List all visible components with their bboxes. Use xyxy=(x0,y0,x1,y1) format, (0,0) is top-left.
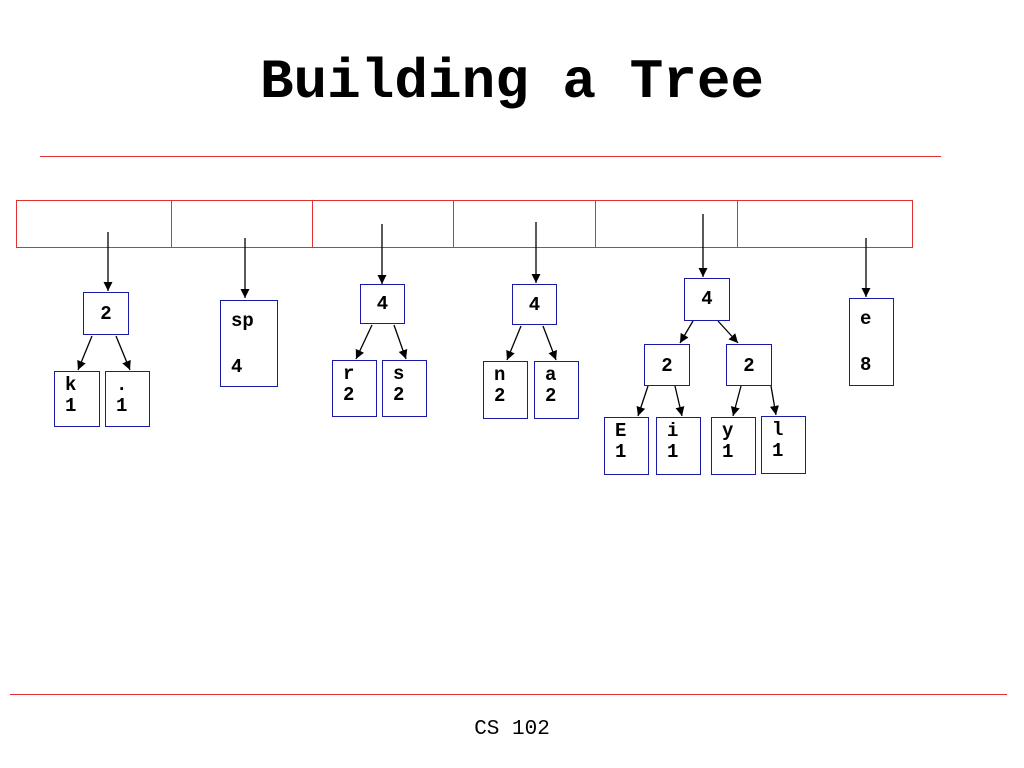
tree-edge xyxy=(393,324,408,360)
node-weight: 4 xyxy=(528,294,541,316)
leaf-char: n xyxy=(494,364,506,386)
tree-node-weight: 4 xyxy=(512,284,557,325)
node-weight: 4 xyxy=(701,288,713,310)
node-weight: 4 xyxy=(376,293,389,315)
queue-slot xyxy=(17,201,172,247)
tree-node-weight: 2 xyxy=(726,344,772,386)
tree-node-weight: 4 xyxy=(360,284,405,324)
queue-slot xyxy=(454,201,596,247)
tree-edge xyxy=(506,325,522,361)
title-divider xyxy=(40,156,941,157)
leaf-char: r xyxy=(343,363,355,385)
tree-edge xyxy=(769,385,779,416)
tree-node-weight: 2 xyxy=(644,344,690,386)
leaf-count: 2 xyxy=(393,384,405,406)
slide-title: Building a Tree xyxy=(259,50,765,114)
queue-slot xyxy=(596,201,738,247)
leaf-count: 4 xyxy=(231,356,243,378)
leaf-count: 1 xyxy=(615,441,627,463)
leaf-char: s xyxy=(393,363,405,385)
leaf-char: k xyxy=(65,374,77,396)
queue-slot xyxy=(313,201,454,247)
leaf-char: sp xyxy=(231,310,254,332)
priority-queue xyxy=(16,200,913,248)
leaf-node: .1 xyxy=(105,371,150,427)
node-weight: 2 xyxy=(661,355,673,377)
leaf-char: y xyxy=(722,420,734,442)
tree-node-weight: 4 xyxy=(684,278,730,321)
leaf-count: 2 xyxy=(545,385,557,407)
leaf-char: . xyxy=(116,374,128,396)
leaf-count: 2 xyxy=(343,384,355,406)
tree-edge xyxy=(115,335,131,371)
node-weight: 2 xyxy=(100,303,112,325)
tree-edge xyxy=(679,320,694,344)
tree-node-weight: 2 xyxy=(83,292,129,335)
tree-edge xyxy=(77,335,93,371)
tree-edge xyxy=(730,385,742,417)
leaf-count: 1 xyxy=(667,441,679,463)
leaf-char: i xyxy=(667,420,679,442)
leaf-count: 2 xyxy=(494,385,506,407)
leaf-count: 1 xyxy=(116,395,128,417)
footer-divider xyxy=(10,694,1007,695)
node-weight: 2 xyxy=(743,355,755,377)
leaf-char: l xyxy=(772,419,784,441)
tree-edge xyxy=(717,320,739,344)
leaf-count: 1 xyxy=(65,395,77,417)
tree-edge xyxy=(542,325,557,361)
leaf-char: a xyxy=(545,364,557,386)
queue-slot xyxy=(172,201,313,247)
leaf-count: 8 xyxy=(860,354,872,376)
slide-footer: CS 102 xyxy=(474,718,550,741)
leaf-char: E xyxy=(615,420,627,442)
tree-edge xyxy=(636,385,649,417)
tree-edge xyxy=(355,324,373,360)
leaf-char: e xyxy=(860,308,872,330)
leaf-count: 1 xyxy=(772,440,784,462)
leaf-count: 1 xyxy=(722,441,734,463)
leaf-node: sp 4 xyxy=(220,300,278,387)
tree-edge xyxy=(674,385,685,417)
